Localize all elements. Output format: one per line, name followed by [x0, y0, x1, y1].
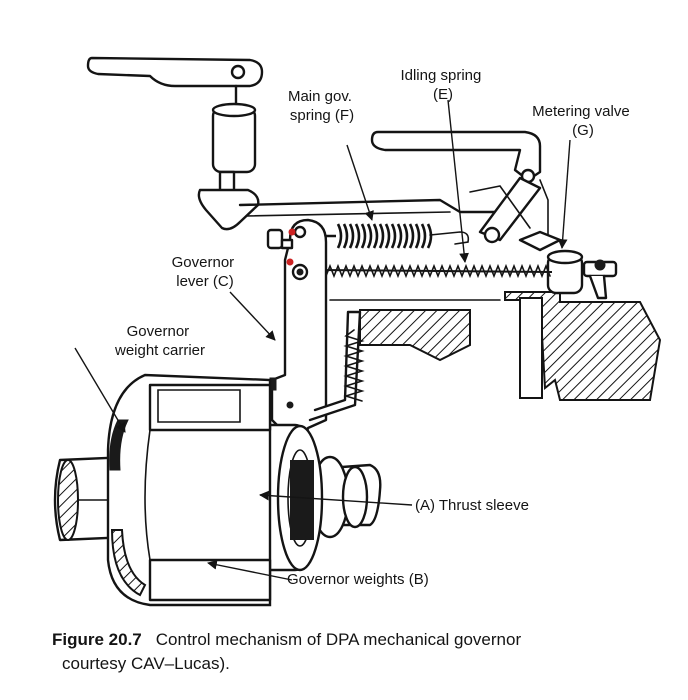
- label-weight-carrier: Governor weight carrier: [114, 323, 205, 359]
- caption-line-1: Control mechanism of DPA mechanical gove…: [156, 630, 522, 649]
- figure-number: Figure 20.7: [52, 630, 142, 649]
- metering-valve: [518, 230, 618, 300]
- link-rod-lower: [245, 211, 451, 217]
- label-idling-spring: Idling spring (E): [400, 67, 485, 103]
- caption-line-2: courtesy CAV–Lucas).: [62, 654, 230, 673]
- label-governor-weights: Governor weights (B): [287, 571, 429, 588]
- metering-arm: [370, 130, 549, 244]
- governor-lever: [266, 218, 365, 462]
- label-metering-valve: Metering valve (G): [532, 103, 634, 139]
- idling-spring: [317, 263, 553, 279]
- figure-caption: Figure 20.7 Control mechanism of DPA mec…: [52, 630, 521, 649]
- leader-lines: [74, 99, 571, 581]
- link-rod: [238, 198, 502, 214]
- label-main-gov-spring: Main gov. spring (F): [288, 88, 356, 124]
- throttle-linkage-arm: [86, 56, 264, 231]
- label-thrust-sleeve: (A) Thrust sleeve: [415, 497, 529, 514]
- pump-housing: [329, 291, 662, 401]
- label-governor-lever: Governor lever (C): [172, 254, 239, 290]
